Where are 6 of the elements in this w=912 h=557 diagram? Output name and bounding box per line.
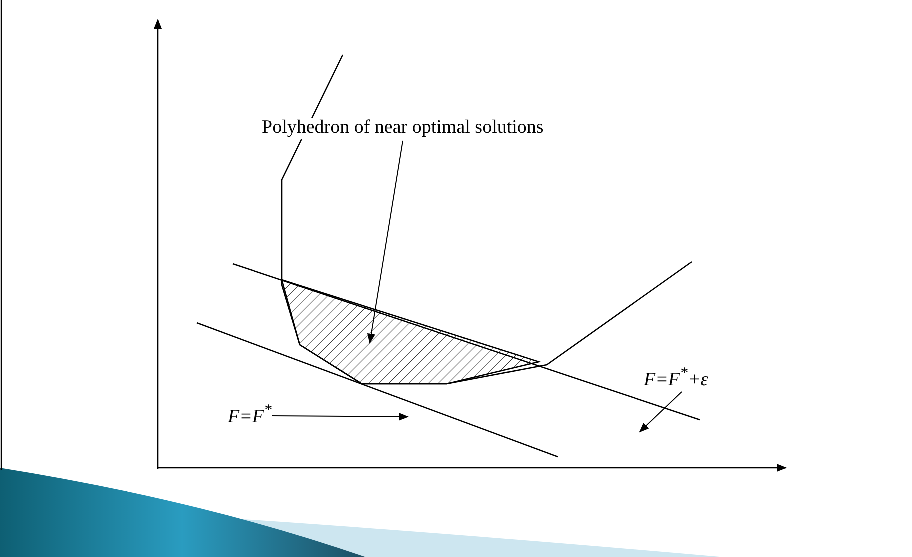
leader-line [639,392,682,433]
region-label: Polyhedron of near optimal solutions [262,118,544,139]
hatched-region [281,279,542,385]
leader-line [272,412,409,421]
leader-line [368,140,404,344]
constraint-line [196,322,558,458]
